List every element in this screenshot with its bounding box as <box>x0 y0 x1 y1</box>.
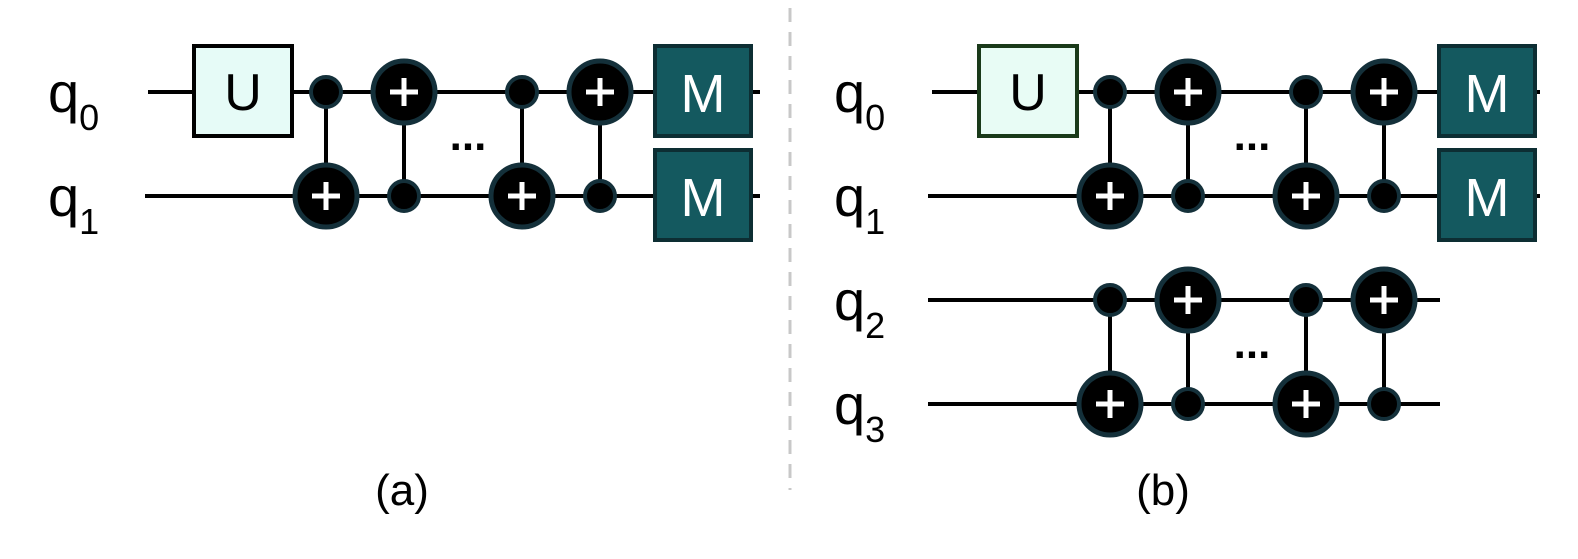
control-dot <box>583 179 617 213</box>
cnot-gate <box>488 75 556 230</box>
cnot-gate <box>1350 266 1418 421</box>
qubit-label-q1: q1 <box>48 165 99 242</box>
measure-gate-q0: M <box>1437 44 1537 138</box>
cnot-gate <box>292 75 360 230</box>
cnot-gate <box>1272 75 1340 230</box>
control-dot <box>1171 387 1205 421</box>
cnot-gate <box>1350 58 1418 213</box>
unitary-gate: U <box>192 44 294 138</box>
control-dot <box>387 179 421 213</box>
qubit-label-q0: q0 <box>834 61 885 138</box>
unitary-gate: U <box>977 44 1079 138</box>
svg-text:M: M <box>1465 64 1510 124</box>
measure-gate-q1: M <box>1437 148 1537 242</box>
control-dot <box>1367 387 1401 421</box>
qubit-label-q0: q0 <box>48 61 99 138</box>
measure-gate-q1: M <box>653 148 753 242</box>
cnot-gate <box>370 58 438 213</box>
svg-text:M: M <box>681 64 726 124</box>
caption-a: (a) <box>375 466 429 515</box>
ellipsis: ... <box>1234 319 1271 368</box>
cnot-gate <box>1154 266 1222 421</box>
control-dot <box>309 75 343 109</box>
control-dot <box>1367 179 1401 213</box>
measure-gate-q0: M <box>653 44 753 138</box>
svg-text:M: M <box>681 168 726 228</box>
ellipsis: ... <box>450 111 487 160</box>
svg-text:U: U <box>224 64 262 122</box>
panel-a: q0 q1 U ... <box>48 44 760 515</box>
control-dot <box>1289 283 1323 317</box>
cnot-gate <box>1154 58 1222 213</box>
caption-b: (b) <box>1136 466 1190 515</box>
svg-text:M: M <box>1465 168 1510 228</box>
control-dot <box>1093 75 1127 109</box>
qubit-label-q3: q3 <box>834 373 885 450</box>
qubit-label-q2: q2 <box>834 269 885 346</box>
cnot-gate <box>1076 283 1144 438</box>
panel-b: q0 q1 q2 q3 U ... <box>834 44 1540 515</box>
control-dot <box>505 75 539 109</box>
cnot-gate <box>1076 75 1144 230</box>
svg-text:U: U <box>1009 64 1047 122</box>
ellipsis: ... <box>1234 111 1271 160</box>
cnot-gate <box>566 58 634 213</box>
control-dot <box>1171 179 1205 213</box>
cnot-gate <box>1272 283 1340 438</box>
control-dot <box>1289 75 1323 109</box>
control-dot <box>1093 283 1127 317</box>
qubit-label-q1: q1 <box>834 165 885 242</box>
